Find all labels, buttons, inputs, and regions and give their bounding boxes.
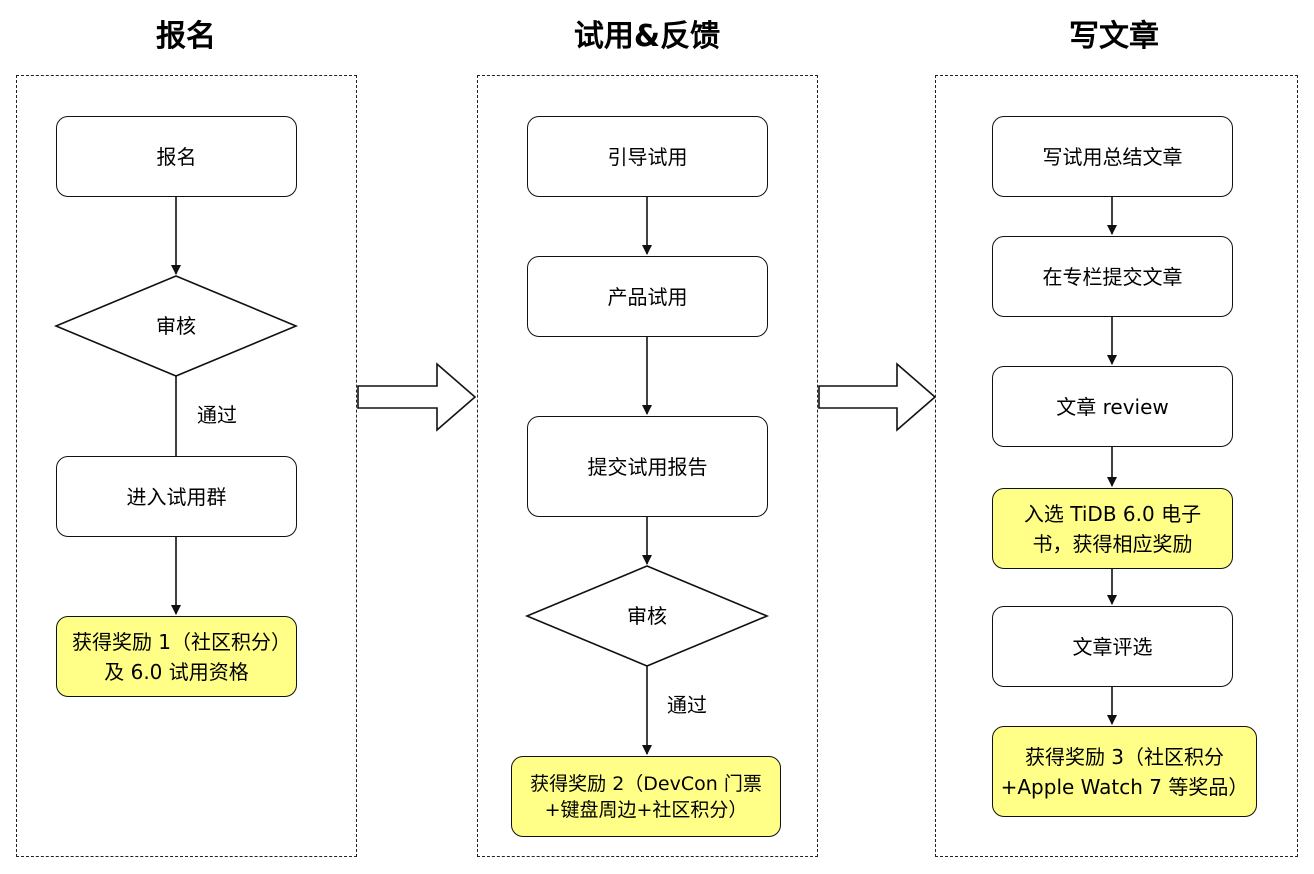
node-review-trial-label: 审核	[627, 604, 667, 628]
section-title-signup: 报名	[156, 19, 216, 54]
section-title-trial-feedback: 试用&反馈	[573, 19, 721, 54]
edge-label-pass-2: 通过	[667, 693, 707, 717]
node-submit-report: 提交试用报告	[527, 416, 768, 517]
section-title-write-article: 写文章	[1069, 19, 1159, 54]
node-article-selection: 文章评选	[992, 606, 1233, 687]
node-reward-3: 获得奖励 3（社区积分+Apple Watch 7 等奖品）	[992, 726, 1257, 817]
node-reward-1: 获得奖励 1（社区积分）及 6.0 试用资格	[56, 616, 297, 697]
panel-signup	[16, 75, 357, 857]
node-submit-column: 在专栏提交文章	[992, 236, 1233, 317]
node-join-group: 进入试用群	[56, 456, 297, 537]
edge-label-pass-1: 通过	[197, 403, 237, 427]
node-guide-trial: 引导试用	[527, 116, 768, 197]
node-write-article: 写试用总结文章	[992, 116, 1233, 197]
node-review-signup-label: 审核	[156, 314, 196, 338]
panel-write-article	[935, 75, 1298, 857]
node-ebook-selection: 入选 TiDB 6.0 电子书，获得相应奖励	[992, 488, 1233, 569]
big-arrow-1-to-2	[357, 362, 477, 432]
big-arrow-2-to-3	[818, 362, 937, 432]
node-signup: 报名	[56, 116, 297, 197]
node-product-trial: 产品试用	[527, 256, 768, 337]
node-reward-2: 获得奖励 2（DevCon 门票+键盘周边+社区积分）	[511, 756, 781, 837]
panel-trial-feedback	[477, 75, 818, 857]
node-article-review: 文章 review	[992, 366, 1233, 447]
